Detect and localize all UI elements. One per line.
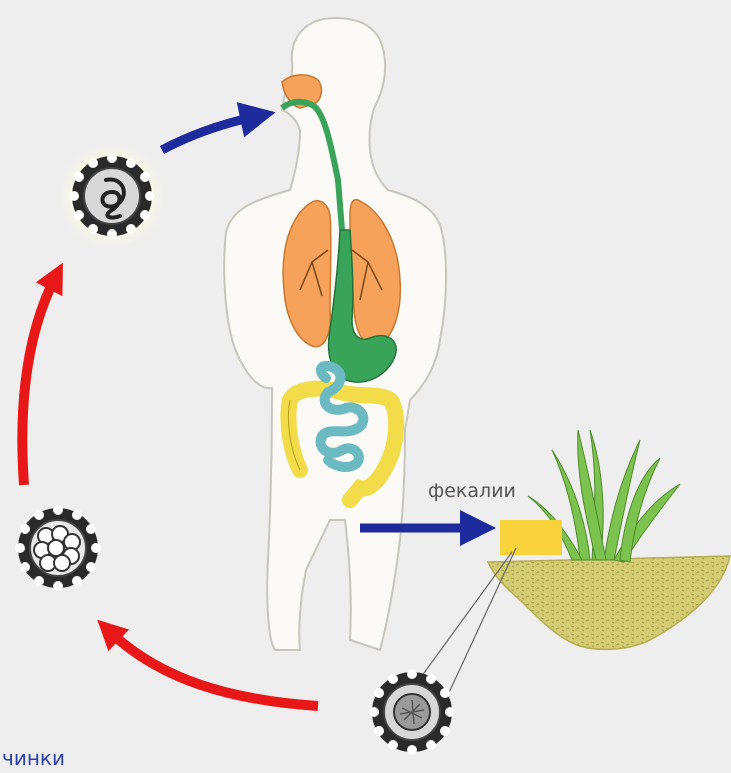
cycle-arrow-left [22, 276, 56, 485]
egg-with-larva-icon [56, 140, 168, 252]
egg-unsegmented-icon [369, 669, 455, 755]
feces-patch [500, 520, 562, 555]
feces-label: фекалии [428, 480, 516, 502]
larvae-label: чинки [2, 746, 65, 770]
ingestion-arrow [162, 116, 258, 150]
egg-with-cells-icon [15, 505, 101, 591]
soil [488, 556, 730, 649]
